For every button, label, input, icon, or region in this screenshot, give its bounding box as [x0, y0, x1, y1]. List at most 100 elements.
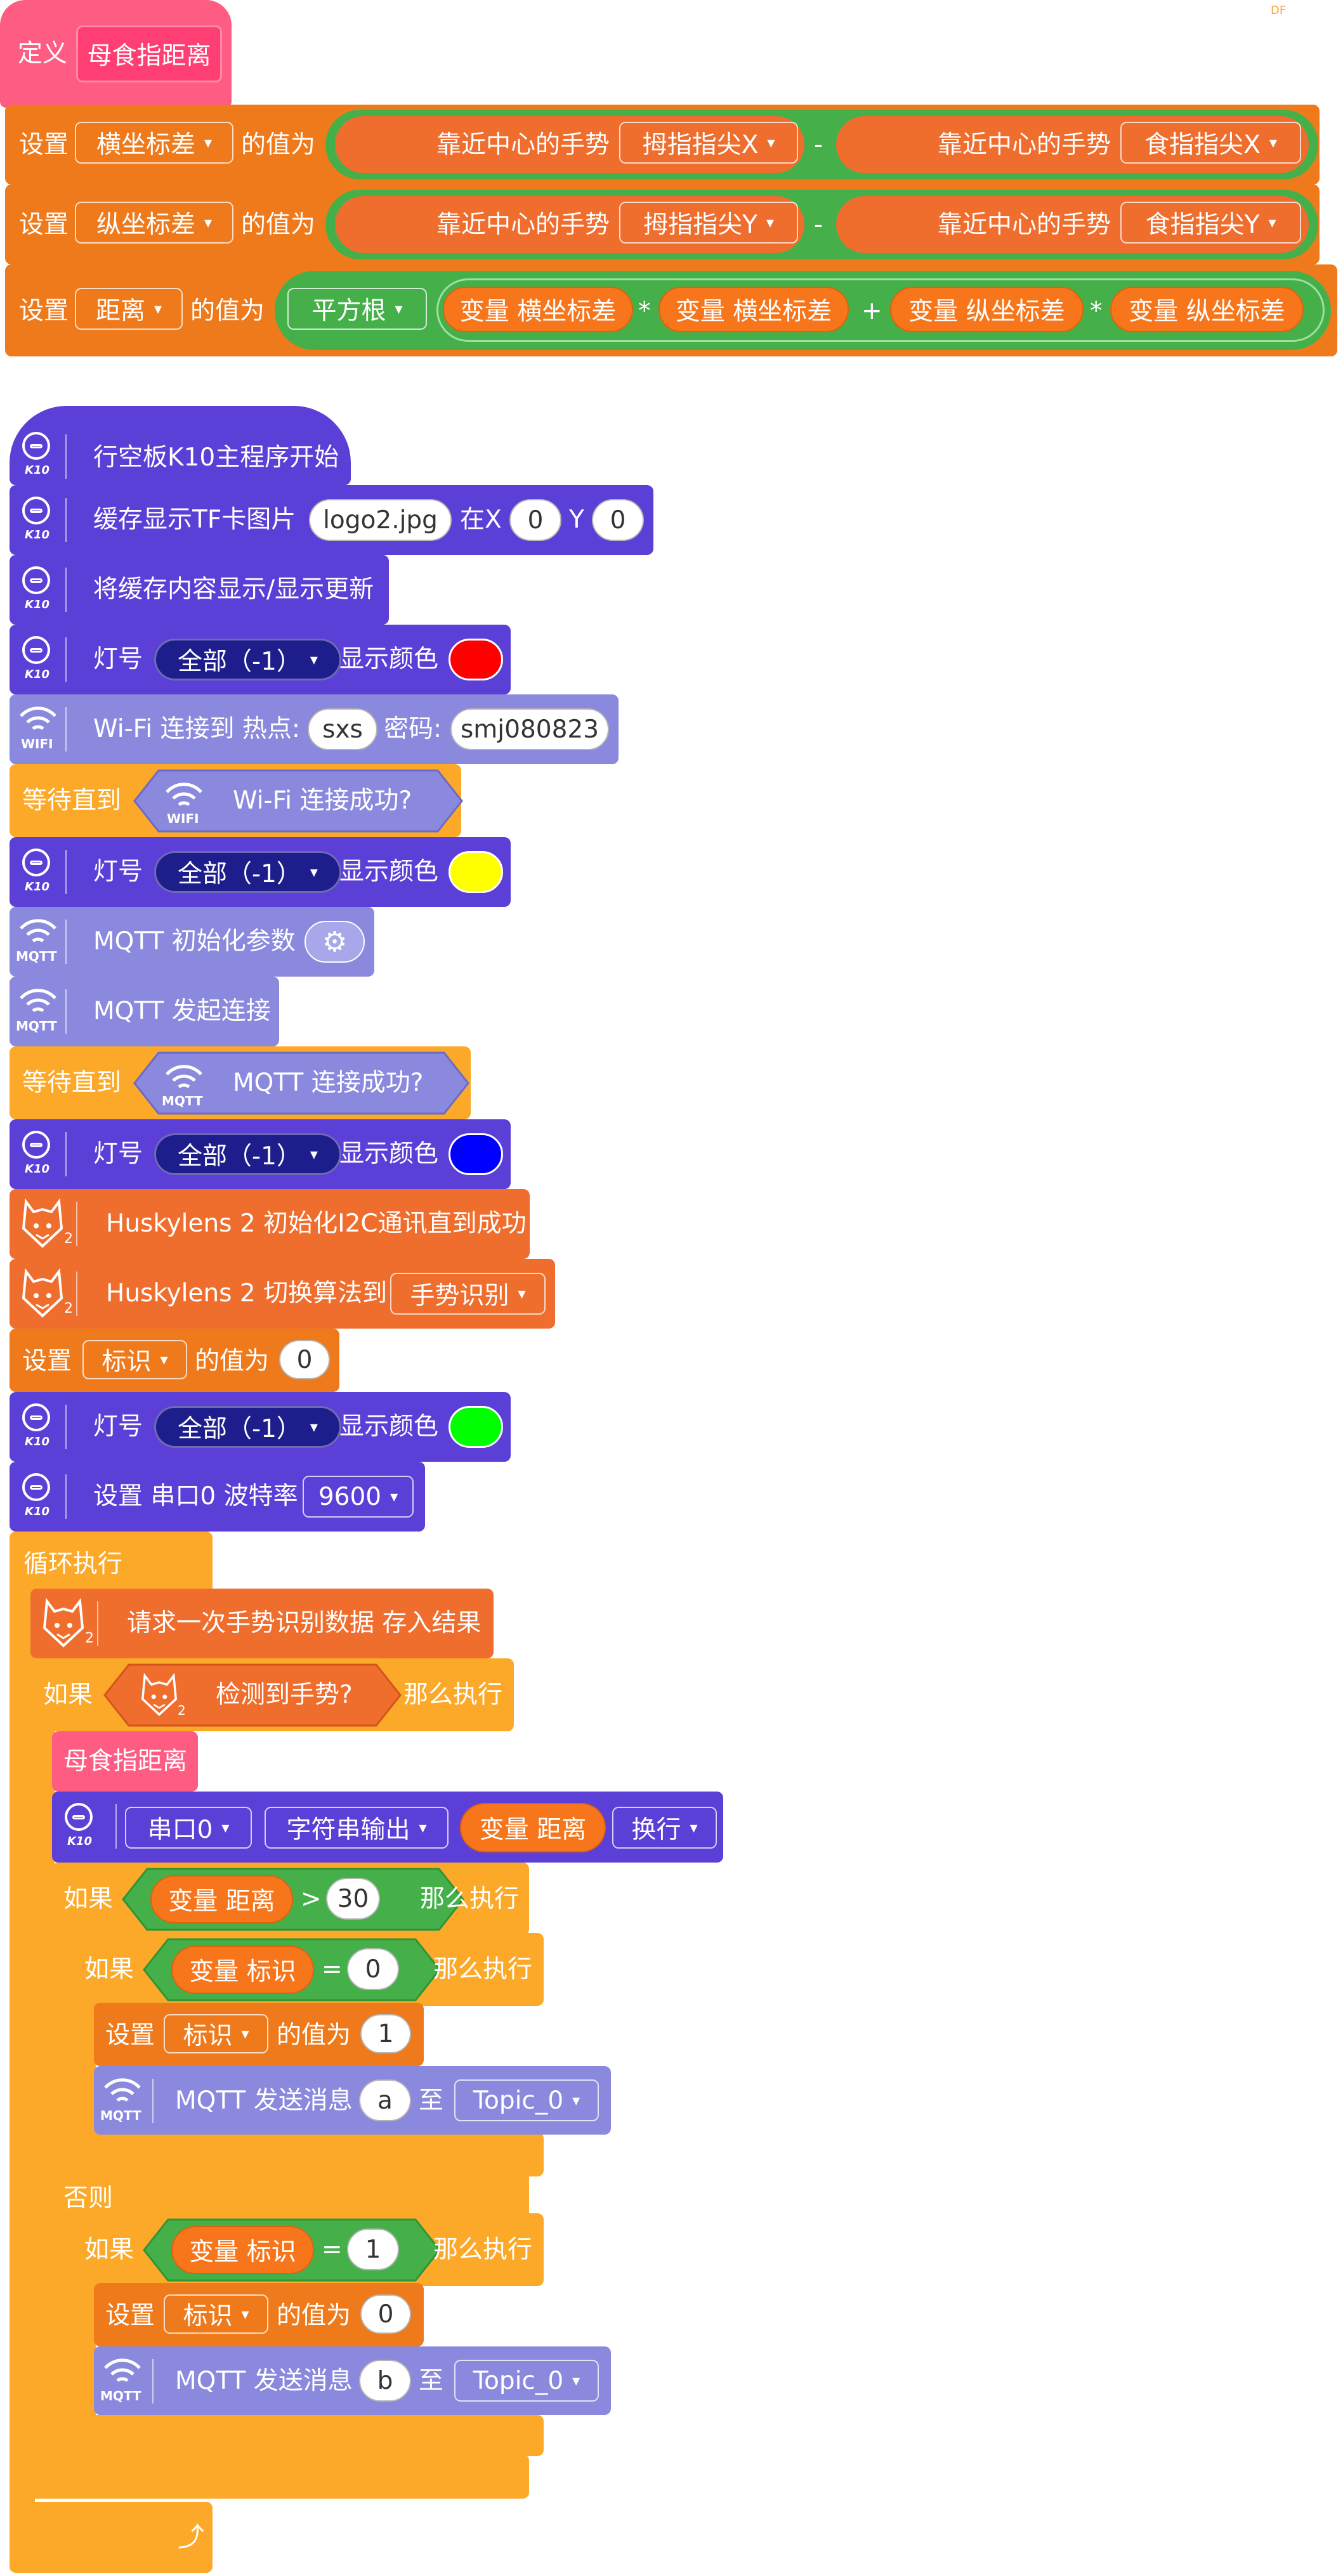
var-reporter-distance[interactable]: 变量 距离: [460, 1803, 606, 1852]
color-swatch-green[interactable]: [449, 1406, 503, 1448]
serial-output-block[interactable]: K10 串口0▾ 字符串输出▾ 变量 距离 换行▾: [52, 1792, 723, 1863]
var-reporter-dx[interactable]: 变量 横坐标差: [443, 287, 633, 332]
var-dropdown-distance[interactable]: 距离▾: [75, 288, 183, 330]
flag-value-input[interactable]: 0: [360, 2294, 411, 2334]
wifi-connect-block[interactable]: WIFI Wi-Fi 连接到 热点: sxs 密码: smj080823: [10, 694, 619, 764]
sqrt-dropdown[interactable]: 平方根▾: [287, 288, 427, 330]
then-label: 那么执行: [433, 2235, 533, 2264]
var-reporter-flag[interactable]: 变量 标识: [171, 1946, 314, 1994]
algorithm-dropdown[interactable]: 手势识别▾: [390, 1273, 546, 1315]
var-reporter-distance[interactable]: 变量 距离: [150, 1875, 293, 1923]
dropdown-thumb-x[interactable]: 拇指指尖X▾: [619, 122, 798, 164]
mqtt-init-block[interactable]: MQTT MQTT 初始化参数 ⚙: [10, 907, 374, 977]
define-block[interactable]: 定义 母食指距离: [0, 0, 232, 108]
message-input[interactable]: a: [359, 2079, 411, 2121]
ssid-input[interactable]: sxs: [308, 708, 377, 750]
var-reporter-dy[interactable]: 变量 纵坐标差: [1110, 287, 1304, 332]
serial-baud-block[interactable]: K10 设置 串口0 波特率 9600▾: [10, 1462, 425, 1532]
led-dropdown[interactable]: 全部（-1）▾: [154, 1406, 341, 1448]
huskylens-badge: 2: [64, 1231, 73, 1247]
dropdown-index-y[interactable]: 食指指尖Y▾: [1120, 202, 1301, 244]
set-dx-block[interactable]: 设置 横坐标差▾ 的值为 靠近中心的手势 拇指指尖X▾ - 靠近中心的手势 食指…: [5, 105, 1320, 185]
x-input[interactable]: 0: [509, 499, 561, 541]
topic-dropdown[interactable]: Topic_0▾: [454, 2360, 599, 2402]
mqtt-send-a-block[interactable]: MQTT MQTT 发送消息 a 至 Topic_0▾: [94, 2066, 611, 2135]
message-input[interactable]: b: [359, 2360, 411, 2402]
huskylens-init-block[interactable]: 2 Huskylens 2 初始化I2C通讯直到成功: [10, 1189, 530, 1259]
call-function-block[interactable]: 母食指距离: [52, 1731, 198, 1792]
show-update-block[interactable]: K10 将缓存内容显示/显示更新: [10, 555, 389, 625]
mqtt-ok-condition[interactable]: [133, 1051, 469, 1115]
if-flag-zero-block[interactable]: 如果 变量 标识 = 0 那么执行: [73, 1933, 544, 2006]
to-label: 至: [419, 2367, 444, 2395]
led-blue-block[interactable]: K10 灯号 全部（-1）▾ 显示颜色: [10, 1119, 511, 1189]
if-flag-one-block[interactable]: 如果 变量 标识 = 1 那么执行: [73, 2213, 544, 2286]
baud-dropdown[interactable]: 9600▾: [303, 1476, 414, 1518]
detected-condition[interactable]: [103, 1663, 402, 1727]
set-flag-one-block[interactable]: 设置 标识▾ 的值为 1: [94, 2003, 424, 2066]
var-name: 横坐标差: [733, 297, 832, 326]
wifi-ok-condition[interactable]: [133, 769, 463, 833]
set-flag-zero-block[interactable]: 设置 标识▾ 的值为 0: [94, 2283, 424, 2346]
set-distance-block[interactable]: 设置 距离▾ 的值为 平方根▾ 变量 横坐标差 * 变量 横坐标差 + 变量 纵…: [5, 264, 1337, 356]
gesture-reporter-thumb-y[interactable]: [335, 196, 804, 253]
wait-mqtt-block[interactable]: 等待直到 MQTT MQTT 连接成功?: [10, 1046, 471, 1119]
led-green-block[interactable]: K10 灯号 全部（-1）▾ 显示颜色: [10, 1392, 511, 1462]
wait-wifi-block[interactable]: 等待直到 WIFI Wi-Fi 连接成功?: [10, 764, 463, 837]
serial-port-dropdown[interactable]: 串口0▾: [125, 1807, 252, 1849]
color-swatch-red[interactable]: [449, 639, 503, 680]
gesture-reporter-thumb-x[interactable]: 靠近中心的手势: [335, 116, 804, 173]
color-swatch-blue[interactable]: [449, 1133, 503, 1175]
huskylens-algo-block[interactable]: 2 Huskylens 2 切换算法到 手势识别▾: [10, 1259, 555, 1329]
var-reporter-dx[interactable]: 变量 横坐标差: [658, 287, 849, 332]
mqtt-send-b-block[interactable]: MQTT MQTT 发送消息 b 至 Topic_0▾: [94, 2346, 611, 2415]
value-of-label: 的值为: [190, 297, 265, 325]
led-dropdown[interactable]: 全部（-1）▾: [154, 851, 341, 893]
password-input[interactable]: smj080823: [450, 708, 609, 750]
color-swatch-yellow[interactable]: [449, 851, 503, 893]
led-dropdown[interactable]: 全部（-1）▾: [154, 1133, 341, 1175]
led-red-block[interactable]: K10 灯号 全部（-1）▾ 显示颜色: [10, 625, 511, 694]
minus-sign: -: [814, 211, 823, 239]
define-name[interactable]: 母食指距离: [76, 25, 222, 82]
request-gesture-block[interactable]: 2 请求一次手势识别数据 存入结果: [30, 1589, 494, 1658]
var-dropdown-dy[interactable]: 纵坐标差▾: [75, 202, 233, 244]
gesture-label: 靠近中心的手势: [436, 131, 610, 159]
if-detected-block[interactable]: 如果 2 检测到手势? 那么执行: [30, 1658, 514, 1731]
threshold-input[interactable]: 30: [326, 1878, 380, 1920]
dropdown-index-x[interactable]: 食指指尖X▾: [1120, 122, 1301, 164]
compare-value-input[interactable]: 0: [347, 1948, 399, 1990]
compare-value-input[interactable]: 1: [347, 2228, 399, 2270]
led-dropdown[interactable]: 全部（-1）▾: [154, 639, 341, 680]
times-sign: *: [638, 297, 651, 325]
k10-badge: K10: [25, 1505, 49, 1518]
set-dy-block[interactable]: 设置 纵坐标差▾ 的值为 靠近中心的手势 拇指指尖Y▾ - 靠近中心的手势 食指…: [5, 185, 1320, 264]
forever-loop-block[interactable]: 循环执行: [10, 1532, 213, 1595]
var-dropdown-flag[interactable]: 标识▾: [164, 2294, 268, 2334]
var-dropdown-flag[interactable]: 标识▾: [164, 2014, 268, 2053]
var-dropdown-flag[interactable]: 标识▾: [82, 1340, 187, 1379]
y-input[interactable]: 0: [592, 499, 644, 541]
var-dropdown-dx[interactable]: 横坐标差▾: [75, 122, 233, 164]
led-yellow-block[interactable]: K10 灯号 全部（-1）▾ 显示颜色: [10, 837, 511, 907]
image-file-input[interactable]: logo2.jpg: [309, 499, 452, 541]
set-label: 设置: [19, 131, 69, 159]
set-flag-block[interactable]: 设置 标识▾ 的值为 0: [10, 1329, 339, 1392]
cache-image-block[interactable]: K10 缓存显示TF卡图片 logo2.jpg 在X 0 Y 0: [10, 485, 653, 555]
output-mode-dropdown[interactable]: 字符串输出▾: [265, 1807, 449, 1849]
gear-icon[interactable]: ⚙: [305, 921, 365, 963]
var-reporter-flag[interactable]: 变量 标识: [171, 2226, 314, 2274]
flag-value-input[interactable]: 0: [279, 1340, 330, 1379]
mqtt-connect-block[interactable]: MQTT MQTT 发起连接: [10, 977, 279, 1046]
main-hat-block[interactable]: K10 行空板K10主程序开始: [10, 406, 351, 485]
flag-value-input[interactable]: 1: [360, 2014, 411, 2053]
gesture-reporter-index-x[interactable]: [836, 116, 1309, 173]
dropdown-thumb-y[interactable]: 拇指指尖Y▾: [619, 202, 798, 244]
topic-dropdown[interactable]: Topic_0▾: [454, 2079, 599, 2121]
var-reporter-dy[interactable]: 变量 纵坐标差: [890, 287, 1084, 332]
dropdown-value: 全部（-1）: [178, 860, 301, 888]
newline-dropdown[interactable]: 换行▾: [612, 1807, 717, 1849]
gesture-reporter-index-y[interactable]: [836, 196, 1309, 253]
if-distance-block[interactable]: 如果 变量 距离 > 30 那么执行: [52, 1863, 529, 1935]
chevron-down-icon: ▾: [1269, 134, 1277, 152]
